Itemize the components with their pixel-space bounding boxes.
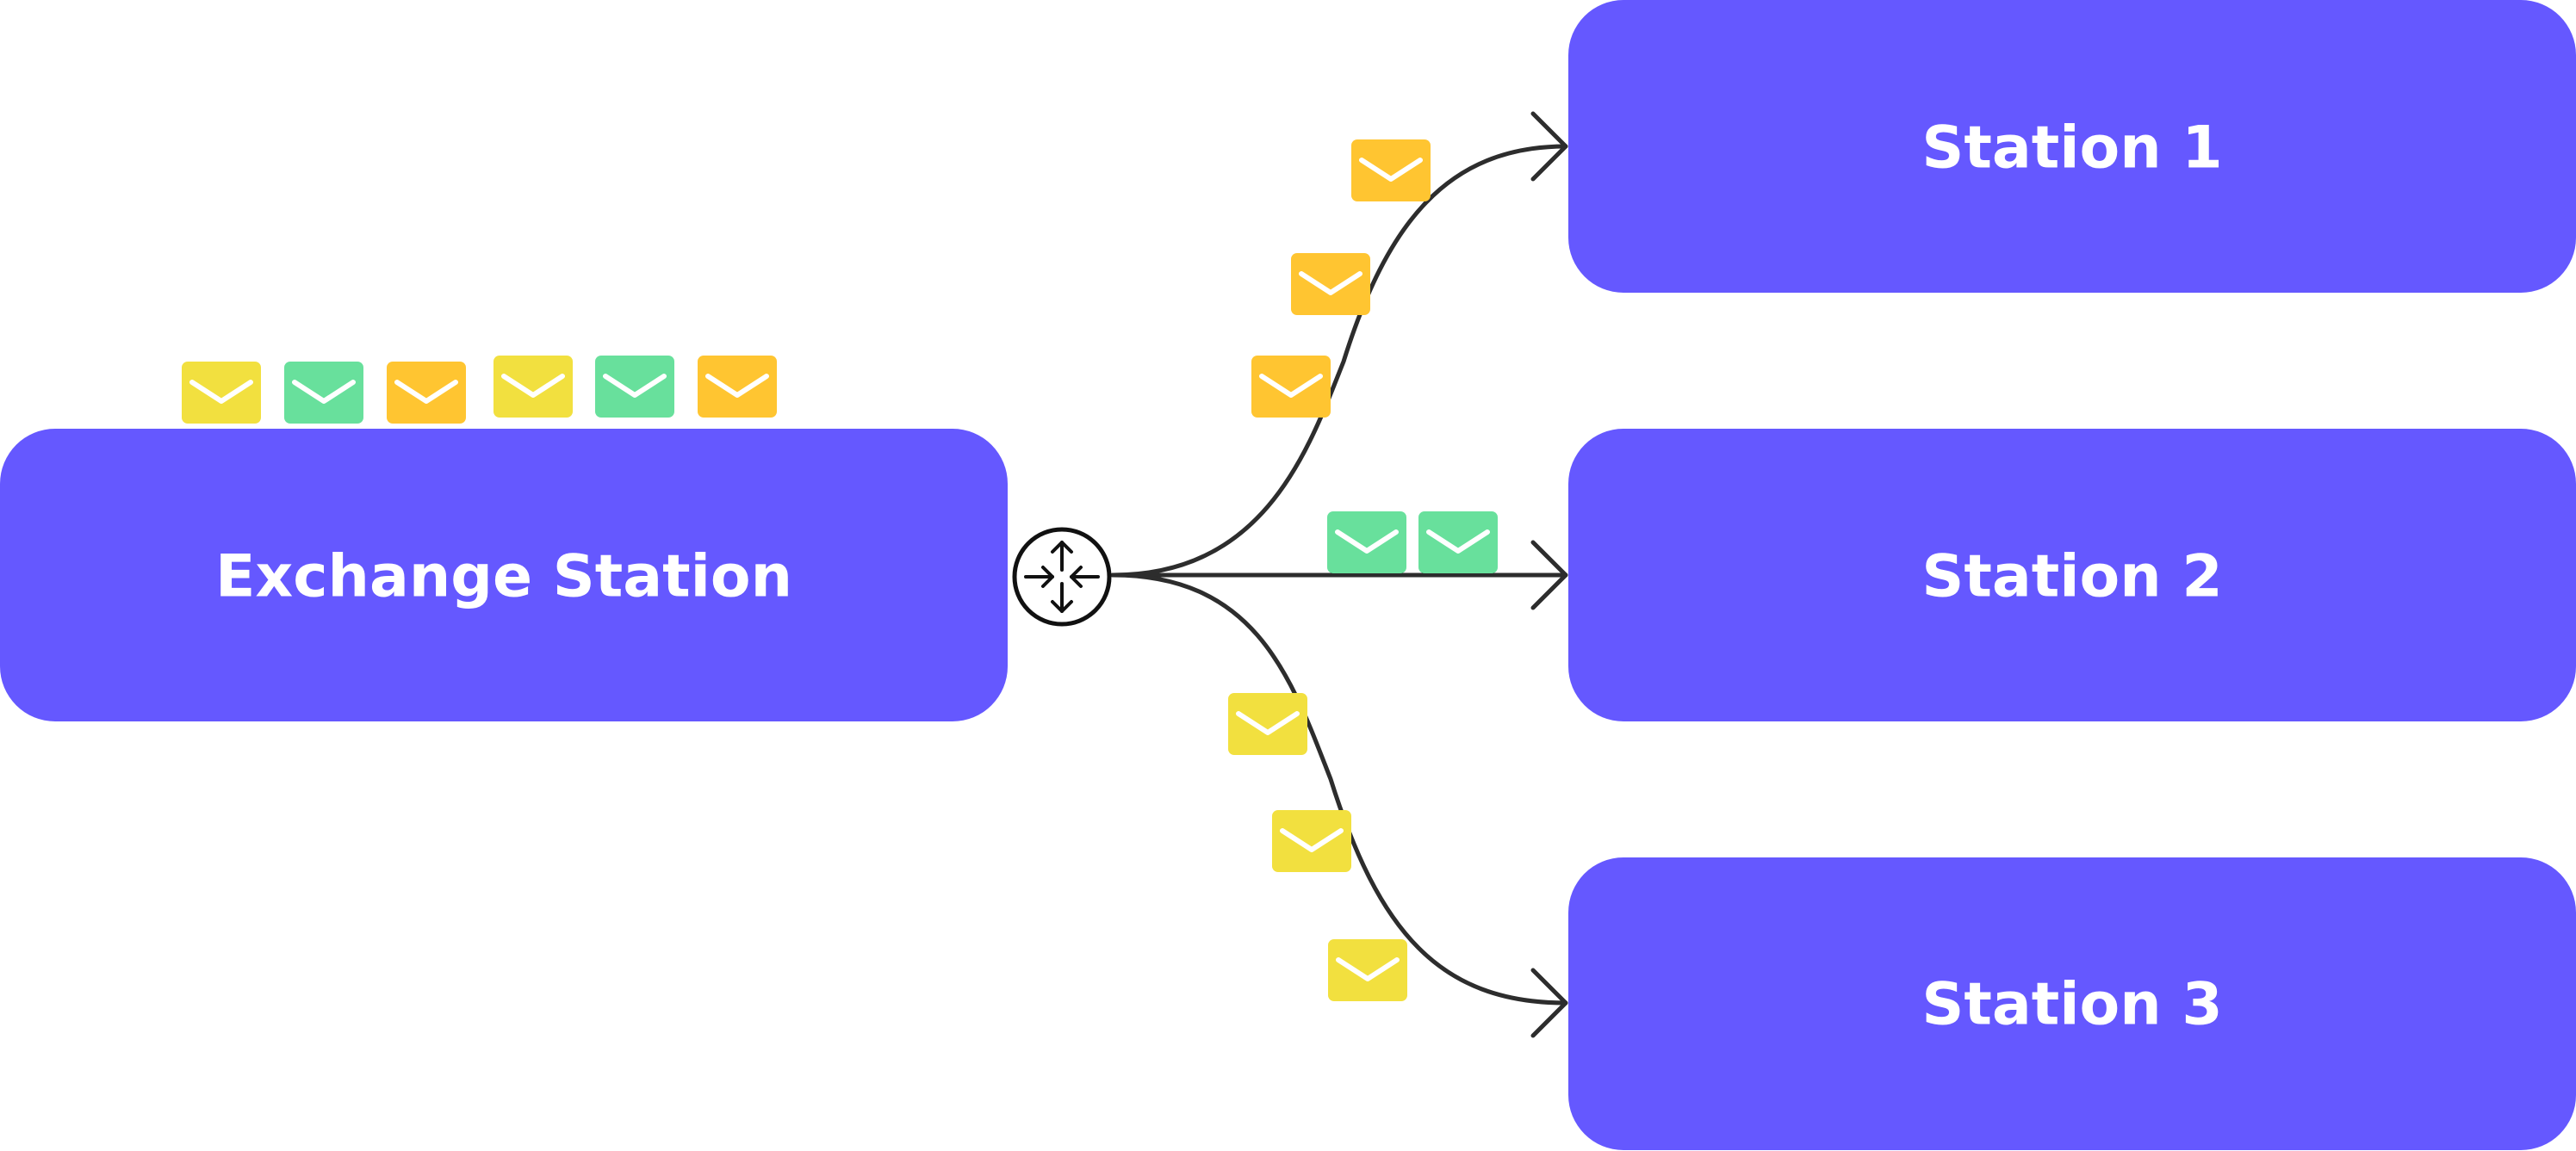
arrowhead-station-3 [1530, 968, 1568, 1038]
messages-to-station-1 [1251, 139, 1431, 418]
envelope-icon [595, 356, 674, 418]
envelope-icon [1228, 693, 1307, 755]
station-3-node[interactable]: Station 3 [1568, 857, 2576, 1150]
messages-to-station-2 [1327, 511, 1498, 573]
envelope-icon [1272, 810, 1351, 872]
edge-to-station-1 [1110, 144, 1568, 578]
station-1-label: Station 1 [1921, 114, 2222, 183]
station-1-node[interactable]: Station 1 [1568, 0, 2576, 293]
arrowhead-station-2 [1530, 540, 1568, 610]
envelope-icon [387, 362, 466, 424]
envelope-icon [493, 356, 573, 418]
messages-to-station-3 [1228, 693, 1407, 1001]
station-3-label: Station 3 [1921, 971, 2222, 1039]
station-2-node[interactable]: Station 2 [1568, 429, 2576, 721]
envelope-icon [1291, 253, 1370, 315]
exchange-station-label: Exchange Station [215, 543, 792, 611]
station-2-label: Station 2 [1921, 543, 2222, 611]
edge-to-station-3 [1110, 572, 1568, 1006]
message-queue [182, 356, 777, 424]
envelope-icon [182, 362, 261, 424]
envelope-icon [1418, 511, 1498, 573]
station-3-box [1568, 857, 2576, 1150]
arrowhead-station-1 [1530, 111, 1568, 182]
envelope-icon [1327, 511, 1406, 573]
envelope-icon [284, 362, 363, 424]
router-icon[interactable] [1012, 527, 1112, 627]
station-1-box [1568, 0, 2576, 293]
station-2-box [1568, 429, 2576, 721]
envelope-icon [1328, 939, 1407, 1001]
exchange-station-node[interactable]: Exchange Station [0, 429, 1008, 721]
envelope-icon [698, 356, 777, 418]
envelope-icon [1351, 139, 1431, 201]
envelope-icon [1251, 356, 1331, 418]
exchange-station-box [0, 429, 1008, 721]
